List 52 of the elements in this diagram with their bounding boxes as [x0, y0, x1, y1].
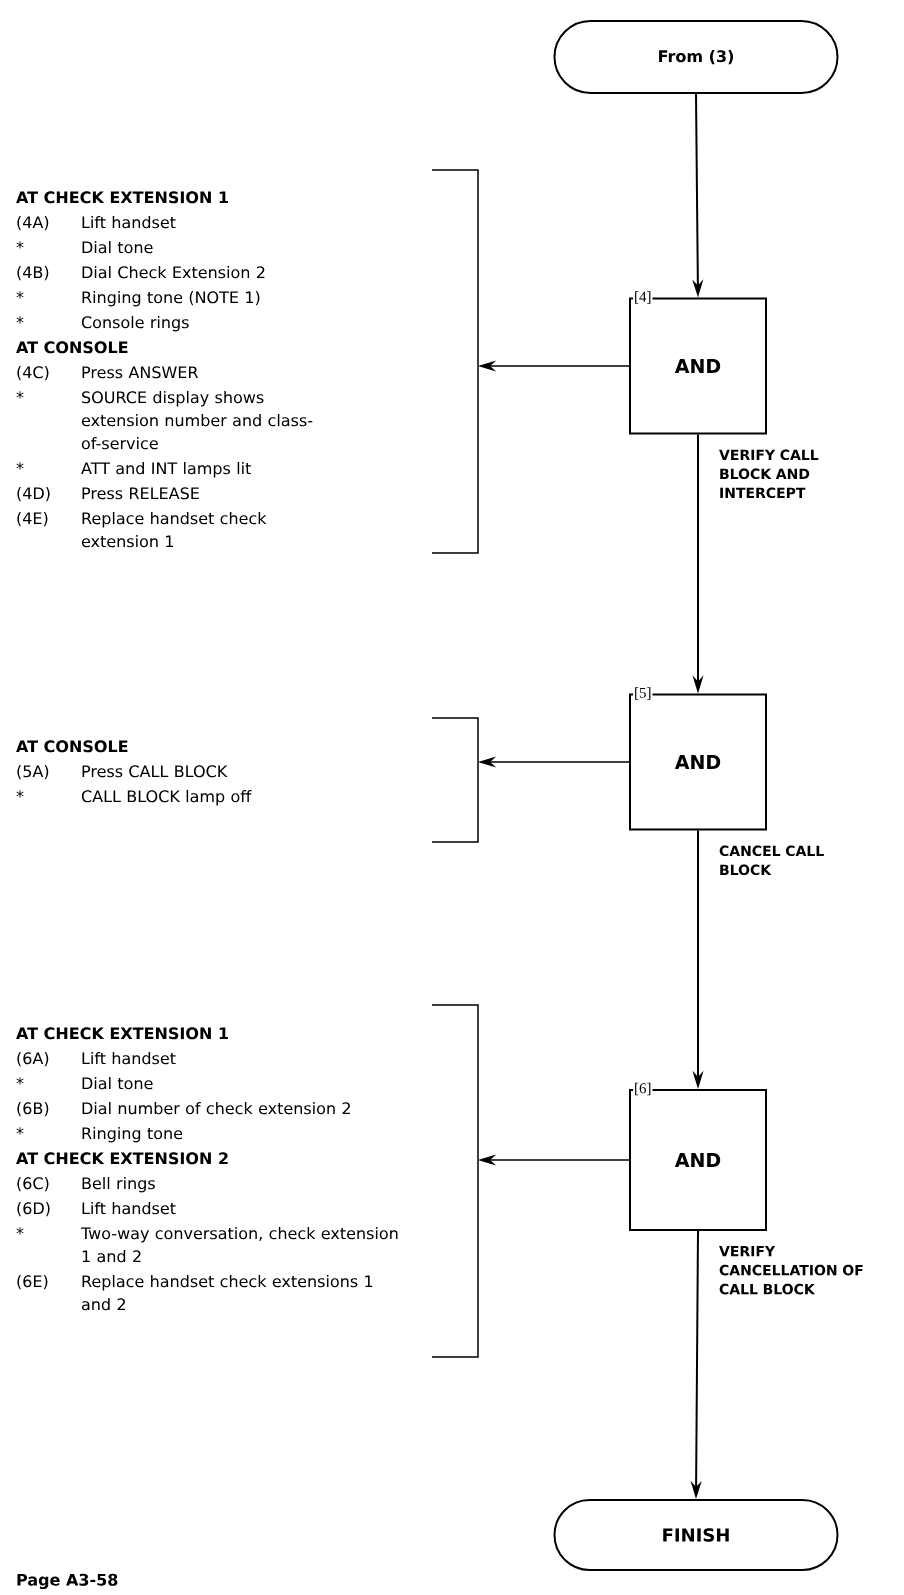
- section-heading: AT CHECK EXTENSION 1: [16, 191, 228, 204]
- step-marker: *: [16, 462, 24, 470]
- section-heading: AT CONSOLE: [16, 740, 128, 753]
- step-marker: (4E): [17, 511, 48, 527]
- step-marker: (6B): [17, 1101, 49, 1117]
- step-text: Two-way conversation, check extension 1 and 2: [80, 1226, 398, 1263]
- step-marker: *: [16, 391, 24, 399]
- step-marker: (4A): [17, 215, 49, 231]
- step-text: Dial tone: [82, 1076, 153, 1090]
- step-marker: (6D): [17, 1201, 50, 1217]
- step-marker: (6C): [17, 1176, 49, 1192]
- section-heading: AT CONSOLE: [16, 341, 128, 354]
- page-number: Page A3-58: [17, 1573, 118, 1589]
- section-heading: AT CHECK EXTENSION 1: [16, 1027, 228, 1040]
- step-marker: (4B): [17, 265, 49, 281]
- step-text: Dial Check Extension 2: [82, 265, 265, 279]
- step-marker: (4D): [17, 486, 50, 502]
- step-marker: *: [16, 316, 24, 324]
- step-text: Bell rings: [82, 1176, 155, 1193]
- step-marker: (4C): [17, 365, 49, 381]
- step-marker: (5A): [17, 764, 49, 780]
- step-text: Lift handset: [82, 1201, 176, 1215]
- step-text: Ringing tone (NOTE 1): [82, 290, 260, 307]
- gate-box: AND [6]: [629, 1081, 767, 1231]
- step-marker: *: [16, 241, 24, 249]
- step-caption: VERIFY CALL BLOCK AND INTERCEPT: [719, 449, 819, 499]
- step-text: Press CALL BLOCK: [82, 765, 228, 778]
- gate-box: AND [4]: [629, 290, 767, 435]
- step-text: Ringing tone: [82, 1126, 183, 1143]
- step-text: Press ANSWER: [82, 366, 199, 379]
- section-heading: AT CHECK EXTENSION 2: [16, 1152, 228, 1165]
- step-marker: (6E): [17, 1274, 48, 1290]
- step-text: CALL BLOCK lamp off: [81, 789, 252, 806]
- step-caption: VERIFY CANCELLATION OF CALL BLOCK: [719, 1246, 863, 1295]
- step-text: Dial tone: [82, 240, 153, 254]
- step-marker: *: [16, 1227, 24, 1235]
- step-text: Console rings: [81, 315, 189, 332]
- step-marker: *: [16, 1127, 24, 1135]
- step-marker: *: [16, 1077, 24, 1085]
- step-text: Replace handset check extension 1: [81, 511, 267, 548]
- step-text: SOURCE display shows extension number and class-of-service: [81, 390, 313, 450]
- step-text: Lift handset: [82, 1051, 176, 1065]
- step-marker: *: [16, 790, 24, 798]
- gate-box: AND [5]: [629, 686, 767, 831]
- step-text: Press RELEASE: [82, 487, 199, 500]
- step-text: ATT and INT lamps lit: [81, 461, 251, 478]
- step-text: Replace handset check extensions 1 and 2: [81, 1274, 373, 1311]
- step-caption: CANCEL CALL BLOCK: [719, 845, 824, 876]
- step-text: Dial number of check extension 2: [82, 1101, 350, 1115]
- step-text: Lift handset: [82, 215, 176, 229]
- step-marker: (6A): [17, 1051, 49, 1067]
- step-marker: *: [16, 291, 24, 299]
